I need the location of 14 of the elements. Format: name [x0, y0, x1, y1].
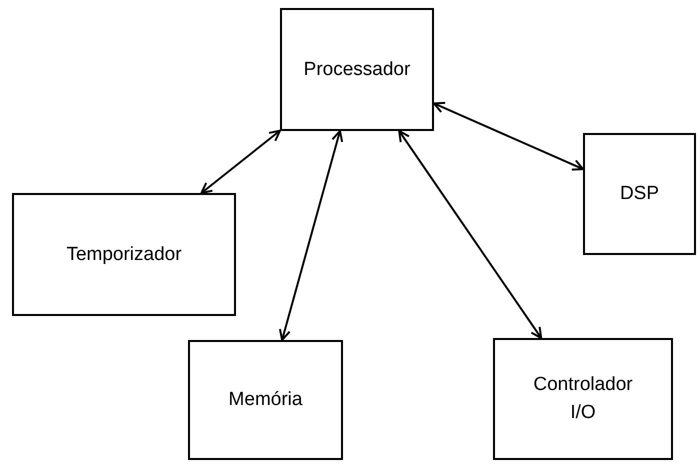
box-label: Temporizador	[66, 242, 182, 266]
box-label: Memória	[228, 388, 302, 412]
box-label: DSP	[620, 182, 660, 206]
box-label: Processador	[304, 58, 410, 82]
component-box	[188, 340, 343, 460]
component-box	[493, 338, 673, 460]
component-box	[280, 8, 434, 131]
double-arrow	[398, 130, 542, 339]
box-label: Controlador I/O	[532, 373, 634, 425]
component-box	[583, 133, 696, 255]
double-arrow	[278, 130, 344, 341]
double-arrow	[200, 130, 281, 194]
double-arrow	[433, 102, 584, 171]
component-box	[12, 193, 236, 316]
